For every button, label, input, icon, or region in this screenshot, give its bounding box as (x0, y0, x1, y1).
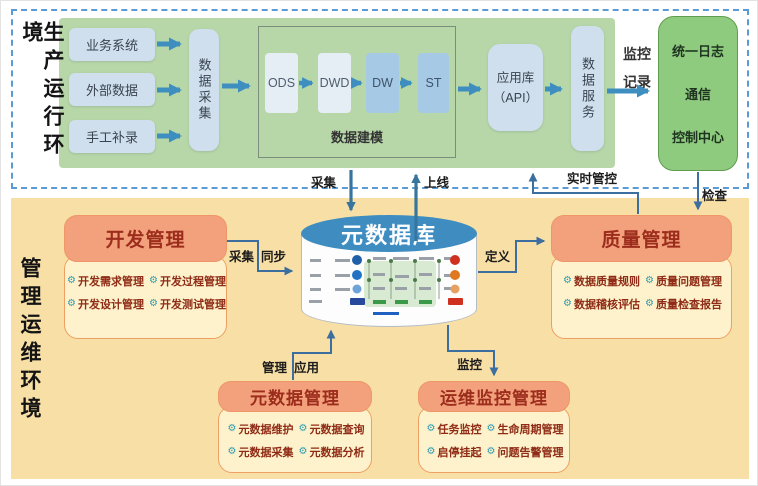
gear-icon: ⚙ (67, 298, 76, 309)
stage-dw: DW (366, 53, 399, 113)
label-ops-monitor: 监控 (457, 358, 483, 372)
list-item: ⚙数据稽核评估 (563, 296, 640, 312)
list-item: ⚙任务监控 (427, 421, 482, 437)
gear-icon: ⚙ (426, 446, 436, 457)
stage-dwd: DWD (318, 53, 351, 113)
item-label: 开发测试管理 (159, 299, 226, 311)
data-modeling-label: 数据建模 (330, 130, 383, 145)
source-box-business-system: 业务系统 (69, 28, 155, 61)
data-modeling-group (258, 26, 456, 158)
metadata-management-panel: 元数据管理 ⚙元数据维护 ⚙元数据查询 ⚙元数据采集 ⚙元数据分析 (218, 381, 372, 473)
item-label: 生命周期管理 (497, 424, 564, 436)
ops-panel-items: ⚙任务监控 ⚙生命周期管理 ⚙启停挂起 ⚙问题告警管理 (422, 421, 568, 460)
metadata-db-title: 元数据库 (301, 215, 477, 252)
control-center-box: 统一日志 通信 控制中心 (658, 16, 738, 171)
application-library-line1: 应用库 (496, 70, 535, 85)
control-center-line2: 通信 (684, 87, 711, 102)
data-collection-box: 数据采集 (189, 29, 219, 151)
item-label: 元数据查询 (309, 424, 365, 436)
stage-ods: ODS (265, 53, 298, 113)
control-center-line3: 控制中心 (671, 130, 724, 145)
ops-monitoring-panel: 运维监控管理 ⚙任务监控 ⚙生命周期管理 ⚙启停挂起 ⚙问题告警管理 (418, 381, 570, 473)
item-label: 元数据分析 (309, 447, 365, 459)
quality-panel-items: ⚙数据质量规则 ⚙质量问题管理 ⚙数据稽核评估 ⚙质量检查报告 (555, 273, 730, 312)
list-item: ⚙开发需求管理 (67, 273, 144, 289)
list-item: ⚙开发测试管理 (149, 296, 226, 312)
gear-icon: ⚙ (563, 298, 572, 309)
gear-icon: ⚙ (645, 298, 654, 309)
dev-management-panel: 开发管理 ⚙开发需求管理 ⚙开发过程管理 ⚙开发设计管理 ⚙开发测试管理 (64, 215, 227, 339)
item-label: 元数据维护 (238, 424, 294, 436)
item-label: 问题告警管理 (497, 447, 564, 459)
dev-panel-title: 开发管理 (64, 215, 227, 262)
list-item: ⚙质量检查报告 (645, 296, 722, 312)
gear-icon: ⚙ (426, 423, 436, 434)
quality-panel-title: 质量管理 (551, 215, 732, 262)
gear-icon: ⚙ (486, 446, 496, 457)
source-box-external-data: 外部数据 (69, 73, 155, 106)
source-box-manual-entry: 手工补录 (69, 120, 155, 153)
quality-panel-body (551, 255, 732, 339)
list-item: ⚙启停挂起 (427, 444, 482, 460)
list-item: ⚙生命周期管理 (487, 421, 564, 437)
list-item: ⚙质量问题管理 (645, 273, 722, 289)
gear-icon: ⚙ (298, 446, 308, 457)
metadata-panel-items: ⚙元数据维护 ⚙元数据查询 ⚙元数据采集 ⚙元数据分析 (222, 421, 370, 460)
list-item: ⚙元数据查询 (299, 421, 365, 437)
gear-icon: ⚙ (486, 423, 496, 434)
monitor-flow-label: 监控 (623, 46, 651, 62)
label-dev-sync: 同步 (261, 250, 287, 264)
metadata-panel-title: 元数据管理 (218, 381, 372, 412)
label-define: 定义 (485, 250, 511, 264)
label-inspect: 检查 (702, 189, 728, 203)
label-manage: 管理 (262, 361, 288, 375)
gear-icon: ⚙ (645, 275, 654, 286)
dev-panel-items: ⚙开发需求管理 ⚙开发过程管理 ⚙开发设计管理 ⚙开发测试管理 (67, 273, 226, 312)
item-label: 质量检查报告 (655, 299, 722, 311)
item-label: 元数据采集 (238, 447, 294, 459)
gear-icon: ⚙ (227, 446, 237, 457)
gear-icon: ⚙ (298, 423, 308, 434)
metadata-model-thumbnail (309, 255, 463, 315)
quality-management-panel: 质量管理 ⚙数据质量规则 ⚙质量问题管理 ⚙数据稽核评估 ⚙质量检查报告 (551, 215, 732, 339)
item-label: 质量问题管理 (655, 276, 722, 288)
list-item: ⚙数据质量规则 (563, 273, 640, 289)
item-label: 启停挂起 (437, 447, 482, 459)
item-label: 数据质量规则 (574, 276, 640, 288)
gear-icon: ⚙ (227, 423, 237, 434)
item-label: 开发过程管理 (159, 276, 226, 288)
label-apply: 应用 (294, 361, 320, 375)
gear-icon: ⚙ (67, 275, 76, 286)
label-collect-down: 采集 (311, 176, 337, 190)
stage-st: ST (418, 53, 449, 113)
gear-icon: ⚙ (563, 275, 572, 286)
control-center-line1: 统一日志 (671, 44, 724, 59)
application-library-box: 应用库 （API） (488, 44, 543, 131)
list-item: ⚙开发设计管理 (67, 296, 144, 312)
metadata-panel-body (218, 406, 372, 473)
label-golive-up: 上线 (424, 176, 450, 190)
item-label: 开发需求管理 (78, 276, 144, 288)
list-item: ⚙元数据维护 (228, 421, 294, 437)
list-item: ⚙问题告警管理 (487, 444, 564, 460)
item-label: 任务监控 (437, 424, 482, 436)
ops-panel-title: 运维监控管理 (418, 381, 570, 412)
data-service-box: 数据服务 (571, 26, 604, 151)
label-dev-collect: 采集 (229, 250, 255, 264)
ops-panel-body (418, 406, 570, 473)
production-env-label: 生产运行环境 (20, 21, 64, 161)
gear-icon: ⚙ (149, 298, 158, 309)
list-item: ⚙元数据采集 (228, 444, 294, 460)
management-env-label: 管理运维环境 (18, 257, 41, 425)
item-label: 数据稽核评估 (574, 299, 640, 311)
list-item: ⚙元数据分析 (299, 444, 365, 460)
application-library-line2: （API） (492, 90, 539, 105)
record-flow-label: 记录 (623, 74, 651, 90)
list-item: ⚙开发过程管理 (149, 273, 226, 289)
label-realtime-control: 实时管控 (567, 172, 618, 186)
item-label: 开发设计管理 (78, 299, 144, 311)
gear-icon: ⚙ (149, 275, 158, 286)
dev-panel-body (64, 255, 227, 339)
